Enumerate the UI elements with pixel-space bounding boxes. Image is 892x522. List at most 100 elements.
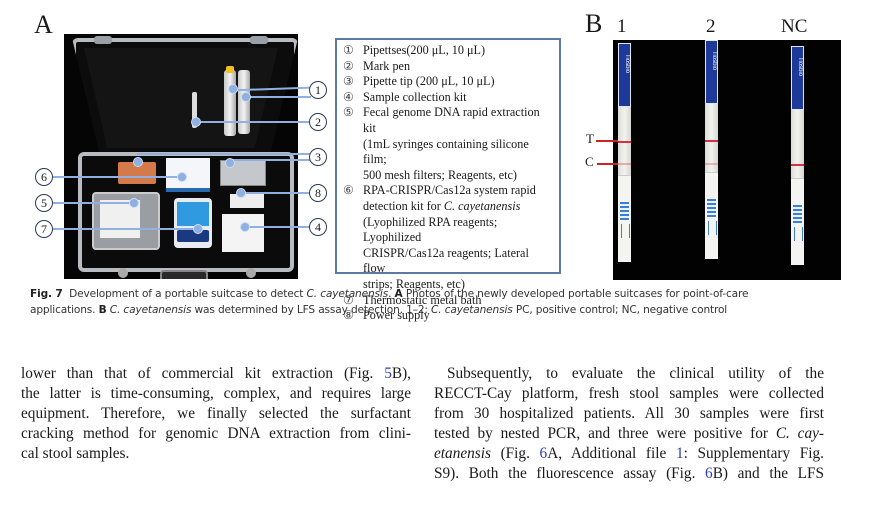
caption-line: Fig. 7 Development of a portable suitcas… bbox=[30, 286, 850, 302]
caption-b-text2: PC, positive control; NC, negative contr… bbox=[515, 304, 728, 316]
legend-text: Pipette tip (200 μL, 10 μL) bbox=[363, 74, 495, 89]
callout-2: 2 bbox=[309, 113, 327, 131]
lane-label-1: 1 bbox=[617, 16, 627, 37]
legend-text-plain: detection kit for bbox=[363, 198, 444, 213]
callout-dot bbox=[133, 157, 143, 167]
callout-line bbox=[137, 153, 311, 155]
body-left-column: lower than that of commercial kit extrac… bbox=[21, 364, 411, 464]
callout-dot bbox=[225, 158, 235, 168]
callout-line bbox=[245, 96, 311, 98]
flow-arrows-icon bbox=[794, 227, 803, 241]
text-line: lower than that of commercial kit extrac… bbox=[21, 364, 411, 384]
legend-number: ⑦ bbox=[343, 292, 354, 307]
sample-pad bbox=[791, 178, 804, 265]
suitcase-base bbox=[78, 152, 294, 272]
callout-8: 8 bbox=[309, 184, 327, 202]
test-line-arrow-icon bbox=[596, 140, 618, 142]
text: lower than that of commercial kit extrac… bbox=[21, 365, 385, 382]
callout-line bbox=[51, 176, 181, 178]
legend-text-line: (Lyophilized RPA reagents; Lyophilized bbox=[363, 214, 498, 245]
strip-brand: Tiosbio bbox=[711, 51, 717, 71]
flow-arrows-icon bbox=[708, 221, 717, 235]
strip-label-area: Tiosbio bbox=[705, 40, 718, 104]
legend-item: ④ Sample collection kit bbox=[343, 90, 553, 106]
pipette-cap bbox=[226, 66, 234, 73]
callout-dot bbox=[129, 198, 139, 208]
lateral-flow-strip-1: Tiosbio bbox=[618, 43, 631, 263]
panel-a-label: A bbox=[34, 10, 53, 39]
species-name: C. cay- bbox=[775, 425, 824, 442]
pad-print bbox=[707, 199, 716, 217]
legend-number: ⑧ bbox=[343, 308, 354, 323]
control-line-label: C bbox=[585, 154, 594, 169]
legend-number: ② bbox=[343, 58, 354, 73]
figure-link[interactable]: 6 bbox=[539, 445, 548, 462]
legend-text: Mark pen bbox=[363, 58, 411, 73]
callout-3: 3 bbox=[309, 148, 327, 166]
legend-text-line: (1mL syringes containing silicone film; bbox=[363, 136, 529, 167]
caption-a-text-cont: applications. bbox=[30, 304, 96, 316]
species-name: C. cayetanensis bbox=[306, 288, 389, 300]
text: S9). Both the fluorescence assay (Fig. bbox=[434, 465, 706, 482]
callout-line bbox=[51, 228, 197, 230]
flow-arrows-icon bbox=[621, 224, 630, 238]
text-line: cracking method for genomic DNA extracti… bbox=[21, 425, 411, 442]
suitcase-handle bbox=[160, 270, 208, 279]
legend-item: ③ Pipette tip (200 μL, 10 μL) bbox=[343, 74, 553, 90]
callout-dot bbox=[191, 117, 201, 127]
hinge bbox=[250, 36, 268, 44]
figure-link[interactable]: 6 bbox=[705, 465, 713, 482]
callout-dot bbox=[240, 222, 250, 232]
legend-number: ③ bbox=[343, 74, 354, 89]
figure-number: Fig. 7 bbox=[30, 288, 63, 300]
species-name: C. cayetanensis bbox=[443, 198, 521, 213]
legend-number: ⑤ bbox=[343, 105, 354, 120]
legend-text-line: CRISPR/Cas12a reagents; Lateral flow bbox=[363, 245, 529, 276]
pipette-200ul bbox=[224, 70, 236, 136]
hinge bbox=[94, 36, 112, 44]
text-line: S9). Both the fluorescence assay (Fig. 6… bbox=[434, 464, 824, 484]
legend-text-line: 500 mesh filters; Reagents, etc) bbox=[363, 167, 517, 182]
legend-item: ⑥ RPA-CRISPR/Cas12a system rapid detecti… bbox=[343, 183, 553, 292]
legend-number: ⑥ bbox=[343, 183, 354, 198]
callout-dot bbox=[193, 224, 203, 234]
text: B), bbox=[391, 365, 411, 382]
legend-text: RPA-CRISPR/Cas12a system rapid detection… bbox=[363, 183, 553, 292]
legend-text: Sample collection kit bbox=[363, 89, 467, 104]
suitcase-photo bbox=[64, 34, 298, 279]
figure-caption: Fig. 7 Development of a portable suitcas… bbox=[30, 286, 850, 318]
legend-text: Pipettses(200 μL, 10 μL) bbox=[363, 43, 486, 57]
control-line-band bbox=[705, 163, 718, 165]
caption-title: Development of a portable suitcase to de… bbox=[69, 288, 307, 300]
test-line-band bbox=[705, 140, 718, 142]
figure-link[interactable]: 5 bbox=[384, 365, 392, 382]
lane-label-nc: NC bbox=[781, 16, 808, 37]
strip-label-area: Tiosbio bbox=[791, 46, 804, 110]
callout-dot bbox=[236, 188, 246, 198]
body-right-column: Subsequently, to evaluate the clinical u… bbox=[434, 364, 824, 484]
callout-line bbox=[246, 226, 311, 228]
legend-item: ① Pipettses(200 μL, 10 μL) bbox=[343, 43, 553, 59]
legend-number: ① bbox=[343, 43, 354, 57]
pipette-tip-box-orange bbox=[118, 162, 156, 184]
legend-item: ⑧ Power supply bbox=[343, 308, 553, 324]
text: B) and the LFS bbox=[712, 465, 825, 482]
species-name: C. cayetanensis bbox=[431, 304, 513, 316]
callout-line bbox=[195, 121, 311, 123]
text: A, Additional file bbox=[547, 445, 676, 462]
text-line: Subsequently, to evaluate the clinical u… bbox=[447, 365, 824, 382]
test-line-label: T bbox=[586, 131, 594, 146]
callout-dot bbox=[241, 92, 251, 102]
text-line: the latter is time-consuming, complex, a… bbox=[21, 385, 411, 402]
pad-print bbox=[620, 202, 629, 220]
callout-line bbox=[244, 192, 311, 194]
additional-file-link[interactable]: 1 bbox=[675, 445, 684, 462]
panel-b-label: B bbox=[585, 9, 603, 38]
legend-number: ④ bbox=[343, 89, 354, 104]
lateral-flow-strip-nc: Tiosbio bbox=[791, 46, 804, 265]
panel-ref-a: A bbox=[394, 288, 403, 300]
legend-item: ⑤ Fecal genome DNA rapid extraction kit … bbox=[343, 105, 553, 183]
legend-text: Power supply bbox=[363, 308, 430, 323]
text: (Fig. bbox=[490, 445, 540, 462]
control-line-arrow-icon bbox=[597, 163, 618, 165]
